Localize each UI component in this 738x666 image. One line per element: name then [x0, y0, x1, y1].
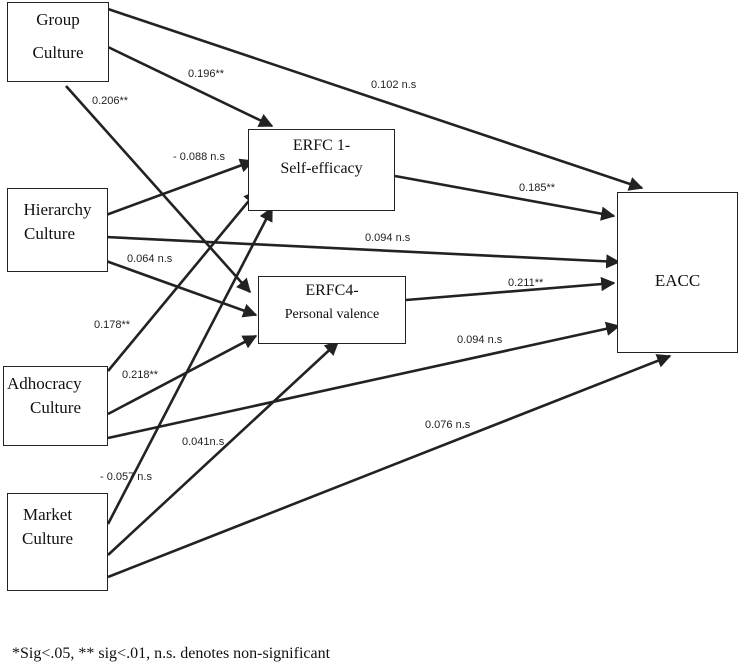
- arrow-hierarchy-erfc4: [105, 259, 258, 318]
- arrow-hierarchy-eacc: [105, 235, 621, 269]
- arrow-market-erfc4: [107, 341, 340, 556]
- arrow-adhocracy-erfc1: [106, 189, 259, 372]
- node-erfc1-self-efficacy: ERFC 1- Self-efficacy: [248, 129, 395, 211]
- node-adhocracy-culture: Adhocracy Culture: [3, 366, 108, 446]
- node-eacc-label: EACC: [654, 271, 701, 290]
- significance-footnote: *Sig<.05, ** sig<.01, n.s. denotes non-s…: [12, 645, 331, 662]
- coef-adhocracy-erfc4: 0.218**: [122, 369, 159, 381]
- node-group-culture-line1: Group: [36, 10, 80, 29]
- coef-hierarchy-eacc: 0.094 n.s: [365, 232, 411, 244]
- arrow-market-erfc1: [106, 206, 274, 525]
- arrow-adhocracy-erfc4: [107, 334, 258, 416]
- node-eacc: EACC: [617, 192, 738, 353]
- node-market-culture: Market Culture: [7, 493, 108, 591]
- arrow-group-erfc1: [107, 45, 274, 128]
- coef-market-erfc4: 0.041n.s: [182, 436, 225, 448]
- arrow-erfc1-eacc: [394, 174, 616, 221]
- node-hierarchy-culture: Hierarchy Culture: [7, 188, 108, 272]
- node-market-culture-line2: Culture: [22, 529, 73, 548]
- node-market-culture-line1: Market: [22, 505, 73, 524]
- coef-market-eacc: 0.076 n.s: [425, 419, 471, 431]
- coef-group-erfc4: 0.206**: [92, 95, 129, 107]
- node-erfc1-line1: ERFC 1-: [292, 137, 351, 154]
- coef-group-eacc: 0.102 n.s: [371, 79, 417, 91]
- node-erfc1-line2: Self-efficacy: [280, 160, 363, 177]
- node-hierarchy-culture-line2: Culture: [24, 224, 75, 243]
- node-adhocracy-culture-line2: Culture: [30, 398, 81, 417]
- arrow-erfc4-eacc: [405, 276, 616, 302]
- coef-market-erfc1: - 0.057 n.s: [100, 471, 152, 483]
- arrow-hierarchy-erfc1: [105, 158, 255, 217]
- coef-hierarchy-erfc1: - 0.088 n.s: [173, 151, 225, 163]
- coef-erfc1-eacc: 0.185**: [519, 182, 556, 194]
- arrow-group-erfc4: [65, 85, 251, 294]
- node-group-culture-line2: Culture: [32, 43, 84, 62]
- coef-erfc4-eacc: 0.211**: [508, 277, 544, 289]
- node-adhocracy-culture-line1: Adhocracy: [7, 374, 82, 393]
- coef-group-erfc1: 0.196**: [188, 68, 225, 80]
- node-erfc4-personal-valence: ERFC4- Personal valence: [258, 276, 406, 344]
- node-group-culture: Group Culture: [7, 2, 109, 82]
- arrow-group-eacc: [107, 7, 644, 191]
- arrow-market-eacc: [107, 354, 672, 579]
- node-erfc4-line1: ERFC4-: [305, 282, 359, 299]
- coef-adhocracy-eacc: 0.094 n.s: [457, 334, 503, 346]
- arrow-adhocracy-eacc: [107, 321, 621, 440]
- coef-hierarchy-erfc4: 0.064 n.s: [127, 253, 173, 265]
- node-erfc4-line2: Personal valence: [284, 307, 380, 322]
- node-hierarchy-culture-line1: Hierarchy: [23, 200, 92, 219]
- coef-adhocracy-erfc1: 0.178**: [94, 319, 131, 331]
